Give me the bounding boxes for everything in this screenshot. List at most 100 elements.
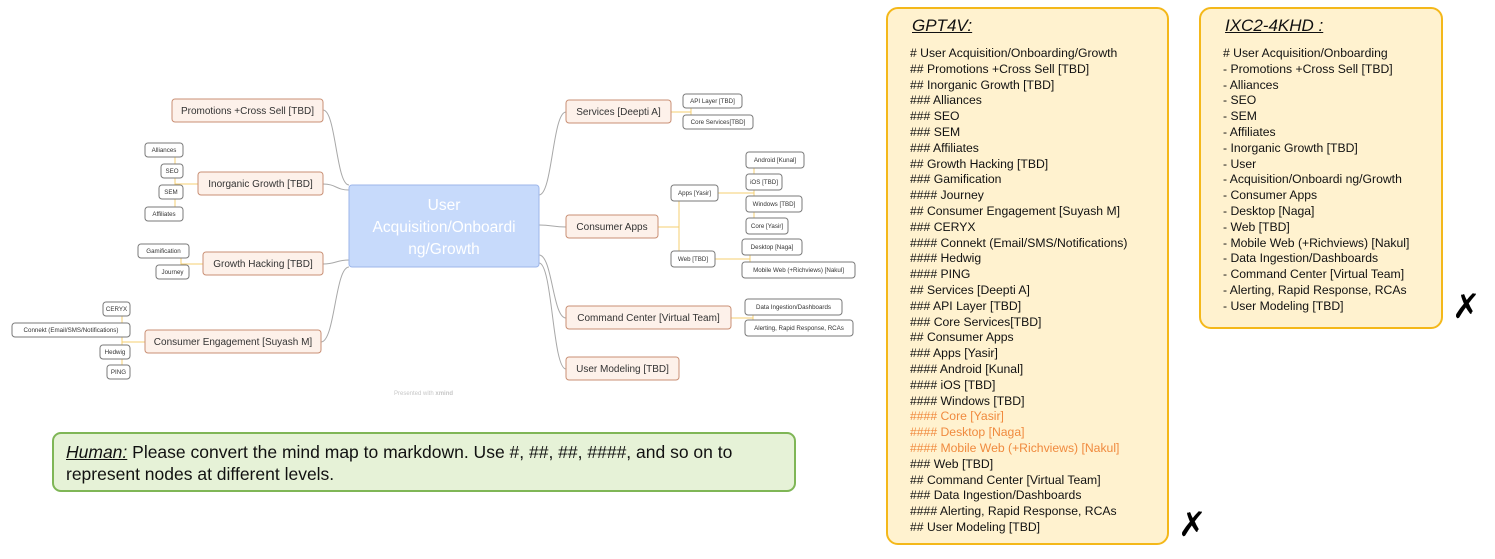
leaf-right: Data Ingestion/Dashboards: [744, 298, 843, 316]
topic-left-1-label: Inorganic Growth [TBD]: [208, 179, 313, 190]
ixc-line: - Alerting, Rapid Response, RCAs: [1223, 282, 1407, 297]
topic-right-2: Command Center [Virtual Team]: [565, 305, 732, 330]
subtopic-right-label: Web [TBD]: [678, 256, 708, 263]
ixc-answer-panel: IXC2-4KHD : # User Acquisition/Onboardin…: [1199, 7, 1443, 329]
leaf-left-box: [99, 344, 131, 360]
branch-link: [538, 111, 567, 196]
gpt4v-line: #### PING: [910, 267, 971, 282]
branch-link: [322, 259, 350, 265]
leaf-left: Connekt (Email/SMS/Notifications): [11, 322, 131, 338]
leaf-right-label: Desktop [Naga]: [751, 244, 794, 251]
leaf-right: iOS [TBD]: [745, 173, 783, 191]
leaf-right: API Layer [TBD]: [682, 93, 743, 109]
central-topic-line: Acquisition/Onboardi: [372, 219, 515, 236]
topic-left-0-label: Promotions +Cross Sell [TBD]: [181, 106, 314, 117]
leaf-right-label: Core Services[TBD]: [691, 119, 746, 126]
gpt4v-line: #### Journey: [910, 188, 984, 203]
topic-right-1-box: [565, 214, 659, 239]
ixc-wrong-mark: ✗: [1452, 287, 1481, 327]
gpt4v-line: ### Data Ingestion/Dashboards: [910, 488, 1082, 503]
leaf-right-box: [682, 114, 754, 130]
gpt4v-wrong-mark: ✗: [1178, 505, 1207, 545]
gpt4v-line: #### Android [Kunal]: [910, 361, 1024, 376]
subtopic-right-box: [670, 250, 716, 268]
leaf-left: Journey: [155, 264, 190, 280]
topic-left-2-label: Growth Hacking [TBD]: [213, 259, 313, 270]
ixc-title: IXC2-4KHD :: [1225, 16, 1324, 35]
gpt4v-line: ## Consumer Apps: [910, 330, 1014, 345]
leaf-right-label: iOS [TBD]: [750, 179, 778, 186]
gpt4v-line: #### iOS [TBD]: [910, 377, 996, 392]
subtopic-right: Web [TBD]: [670, 250, 716, 268]
topic-right-0-label: Services [Deepti A]: [576, 107, 661, 118]
gpt4v-line: #### Connekt (Email/SMS/Notifications): [910, 235, 1128, 250]
ixc-line: - Promotions +Cross Sell [TBD]: [1223, 61, 1393, 76]
branch-link: [320, 266, 350, 343]
gpt4v-line: ## Services [Deepti A]: [910, 282, 1030, 297]
leaf-left-box: [155, 264, 190, 280]
leaf-right-label: Mobile Web (+Richviews) [Nakul]: [753, 267, 844, 274]
leaf-right-box: [745, 217, 789, 235]
ixc-markdown-list: # User Acquisition/Onboarding- Promotion…: [1223, 46, 1409, 315]
ixc-line: - Alliances: [1223, 77, 1279, 92]
leaf-right: Android [Kunal]: [745, 151, 805, 169]
leaf-right-label: API Layer [TBD]: [690, 98, 735, 105]
gpt4v-line: ## Promotions +Cross Sell [TBD]: [910, 61, 1090, 76]
ixc-line: - Command Center [Virtual Team]: [1223, 267, 1405, 282]
leaf-right-box: [682, 93, 743, 109]
ixc-line: - Desktop [Naga]: [1223, 203, 1315, 218]
gpt4v-line: ### Alliances: [910, 93, 982, 108]
ixc-line: - Consumer Apps: [1223, 188, 1318, 203]
leaf-right: Alerting, Rapid Response, RCAs: [744, 319, 854, 337]
leaf-left-box: [106, 364, 131, 380]
gpt4v-line: ## Consumer Engagement [Suyash M]: [910, 203, 1121, 218]
gpt4v-line: ### SEO: [910, 109, 960, 124]
leaf-right-box: [745, 173, 783, 191]
ixc-line: - User Modeling [TBD]: [1223, 298, 1344, 313]
topic-left-0: Promotions +Cross Sell [TBD]: [171, 98, 324, 123]
topic-left-2-box: [202, 251, 324, 276]
branch-link: [322, 183, 350, 191]
leaf-left: SEO: [160, 163, 184, 179]
leaf-right-box: [744, 298, 843, 316]
watermark-prefix: Presented with: [394, 391, 434, 397]
gpt4v-title: GPT4V:: [912, 16, 973, 35]
leaf-left: Alliances: [144, 142, 184, 158]
gpt4v-line: ### CERYX: [910, 219, 976, 234]
leaf-left-box: [137, 243, 190, 259]
leaf-left: Hedwig: [99, 344, 131, 360]
leaf-right-label: Android [Kunal]: [754, 157, 797, 164]
ixc-line: # User Acquisition/Onboarding: [1223, 46, 1388, 60]
leaf-left-box: [11, 322, 131, 338]
gpt4v-line: ## Growth Hacking [TBD]: [910, 156, 1049, 171]
leaf-left-label: Gamification: [146, 248, 181, 255]
gpt4v-line: ### API Layer [TBD]: [910, 298, 1022, 313]
subtopic-right-box: [670, 184, 719, 202]
leaf-right: Core [Yasir]: [745, 217, 789, 235]
topic-right-0: Services [Deepti A]: [565, 99, 672, 124]
human-prompt-box: Human: Please convert the mind map to ma…: [52, 432, 796, 492]
gpt4v-line: ### Affiliates: [910, 140, 979, 155]
branch-link: [538, 224, 567, 228]
gpt4v-line: #### Alerting, Rapid Response, RCAs: [910, 504, 1117, 519]
watermark-brand: xmind: [435, 391, 454, 397]
human-label: Human:: [66, 442, 128, 462]
gpt4v-line: #### Mobile Web (+Richviews) [Nakul]: [910, 440, 1120, 455]
central-topic-box: [348, 184, 540, 268]
leaf-right: Mobile Web (+Richviews) [Nakul]: [741, 261, 856, 279]
gpt4v-line: ## Command Center [Virtual Team]: [910, 472, 1101, 487]
leaf-left-box: [102, 301, 131, 317]
topic-right-3: User Modeling [TBD]: [565, 356, 680, 381]
topic-left-1: Inorganic Growth [TBD]: [197, 171, 324, 196]
gpt4v-line: ## Inorganic Growth [TBD]: [910, 77, 1055, 92]
leaf-right-box: [744, 319, 854, 337]
leaf-left-box: [144, 142, 184, 158]
leaf-left: SEM: [158, 184, 184, 200]
gpt4v-line: # User Acquisition/Onboarding/Growth: [910, 46, 1118, 60]
topic-left-0-box: [171, 98, 324, 123]
topic-left-3: Consumer Engagement [Suyash M]: [144, 329, 322, 354]
topic-right-2-box: [565, 305, 732, 330]
leaf-left-label: PING: [111, 369, 126, 376]
leaf-right: Windows [TBD]: [745, 195, 803, 213]
central-topic-line: User: [428, 197, 461, 214]
